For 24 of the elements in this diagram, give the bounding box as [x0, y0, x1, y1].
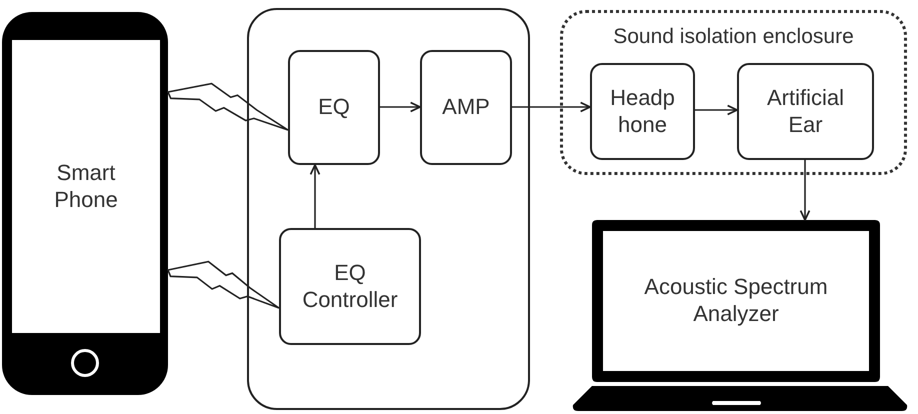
arrow: [310, 164, 320, 228]
enclosure-title: Sound isolation enclosure: [613, 24, 854, 50]
device-label: Smart Phone: [53, 160, 119, 214]
lightning-bolt: [166, 260, 280, 309]
arrow: [512, 102, 591, 112]
component-label: EQ Controller: [301, 260, 399, 314]
component-label: Artificial Ear: [766, 84, 845, 138]
laptop-computer: [572, 220, 908, 412]
smartphone-body: [2, 12, 168, 395]
rounded-container: [247, 8, 530, 410]
component-label: Headp hone: [610, 84, 676, 138]
arrow: [380, 102, 421, 112]
component-block: [420, 50, 512, 165]
component-label: AMP: [441, 94, 491, 121]
component-block: [288, 50, 380, 165]
component-block: [279, 228, 421, 345]
lightning-bolt: [166, 82, 289, 131]
component-block: [737, 63, 874, 160]
arrow: [800, 160, 810, 221]
device-label: Acoustic Spectrum Analyzer: [643, 274, 829, 328]
dotted-enclosure: [560, 10, 907, 175]
component-block: [590, 63, 695, 160]
arrow: [695, 104, 738, 116]
component-label: EQ: [317, 94, 351, 121]
